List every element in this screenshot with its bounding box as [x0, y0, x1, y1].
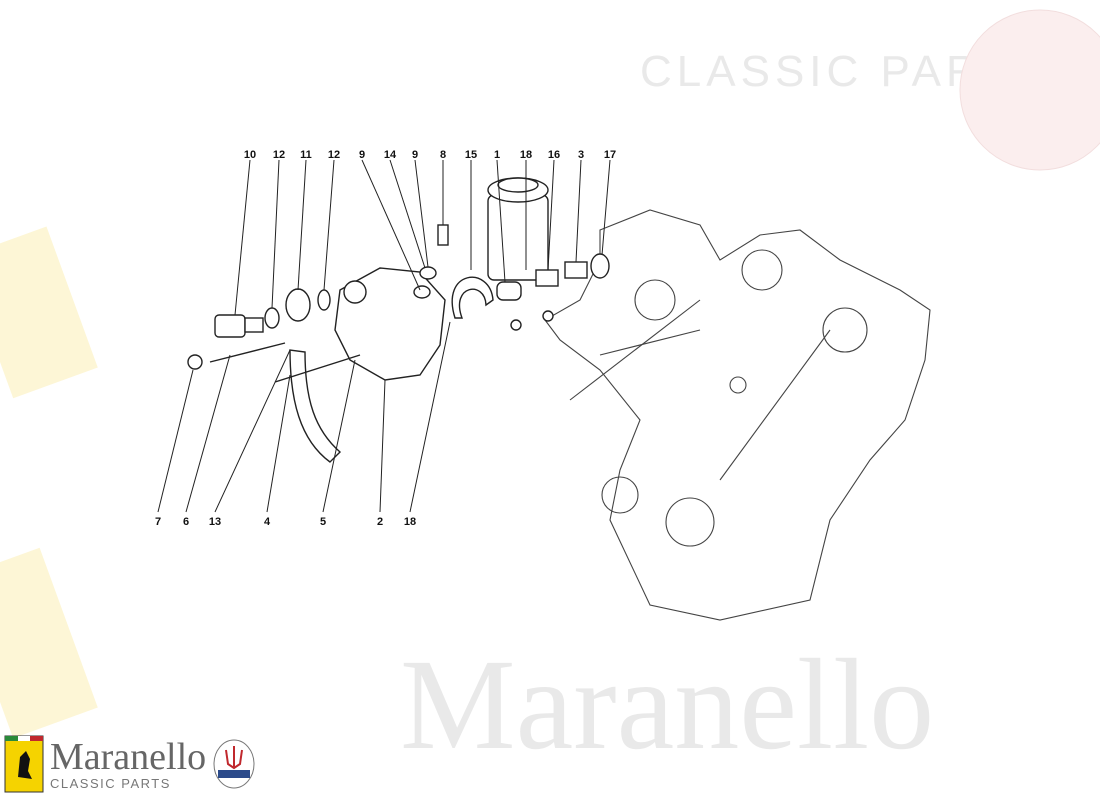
callout-label: 2: [377, 516, 383, 528]
brand-logo: Maranello CLASSIC PARTS: [4, 735, 256, 793]
callout-label: 13: [209, 516, 221, 528]
callout-label: 3: [578, 149, 584, 161]
callout-label: 8: [440, 149, 446, 161]
callout-label: 14: [384, 149, 397, 161]
callout-label: 12: [328, 149, 340, 161]
callout-label: 12: [273, 149, 285, 161]
callout-label: 5: [320, 516, 326, 528]
ferrari-watermark-badge: [0, 226, 98, 399]
maserati-emblem-icon: [213, 739, 255, 789]
callout-label: 4: [264, 516, 271, 528]
brand-name: Maranello: [50, 735, 207, 778]
callout-label: 10: [244, 149, 256, 161]
callout-label: 9: [412, 149, 418, 161]
maserati-watermark-emblem: [959, 9, 1100, 171]
callouts-top: 10 12 11 12 9 14 9 8 15 1 18 16 3 17: [244, 149, 616, 161]
callout-label: 16: [548, 149, 560, 161]
brand-tagline: CLASSIC PARTS: [50, 775, 171, 791]
ferrari-watermark-badge: [0, 547, 98, 739]
callout-label: 6: [183, 516, 189, 528]
callout-label: 9: [359, 149, 365, 161]
callout-label: 11: [300, 149, 312, 161]
ferrari-badge-icon: [4, 735, 44, 793]
expansion-tank: [487, 177, 549, 281]
callout-label: 7: [155, 516, 161, 528]
callout-label: 18: [520, 149, 532, 161]
engine-block: [544, 209, 931, 621]
callout-label: 15: [465, 149, 477, 161]
small-parts: [187, 224, 610, 383]
callout-label: 17: [604, 149, 616, 161]
callout-label: 1: [494, 149, 500, 161]
callout-label: 18: [404, 516, 416, 528]
leader-lines: [157, 159, 611, 513]
callouts-bottom: 7 6 13 4 5 2 18: [155, 516, 416, 528]
